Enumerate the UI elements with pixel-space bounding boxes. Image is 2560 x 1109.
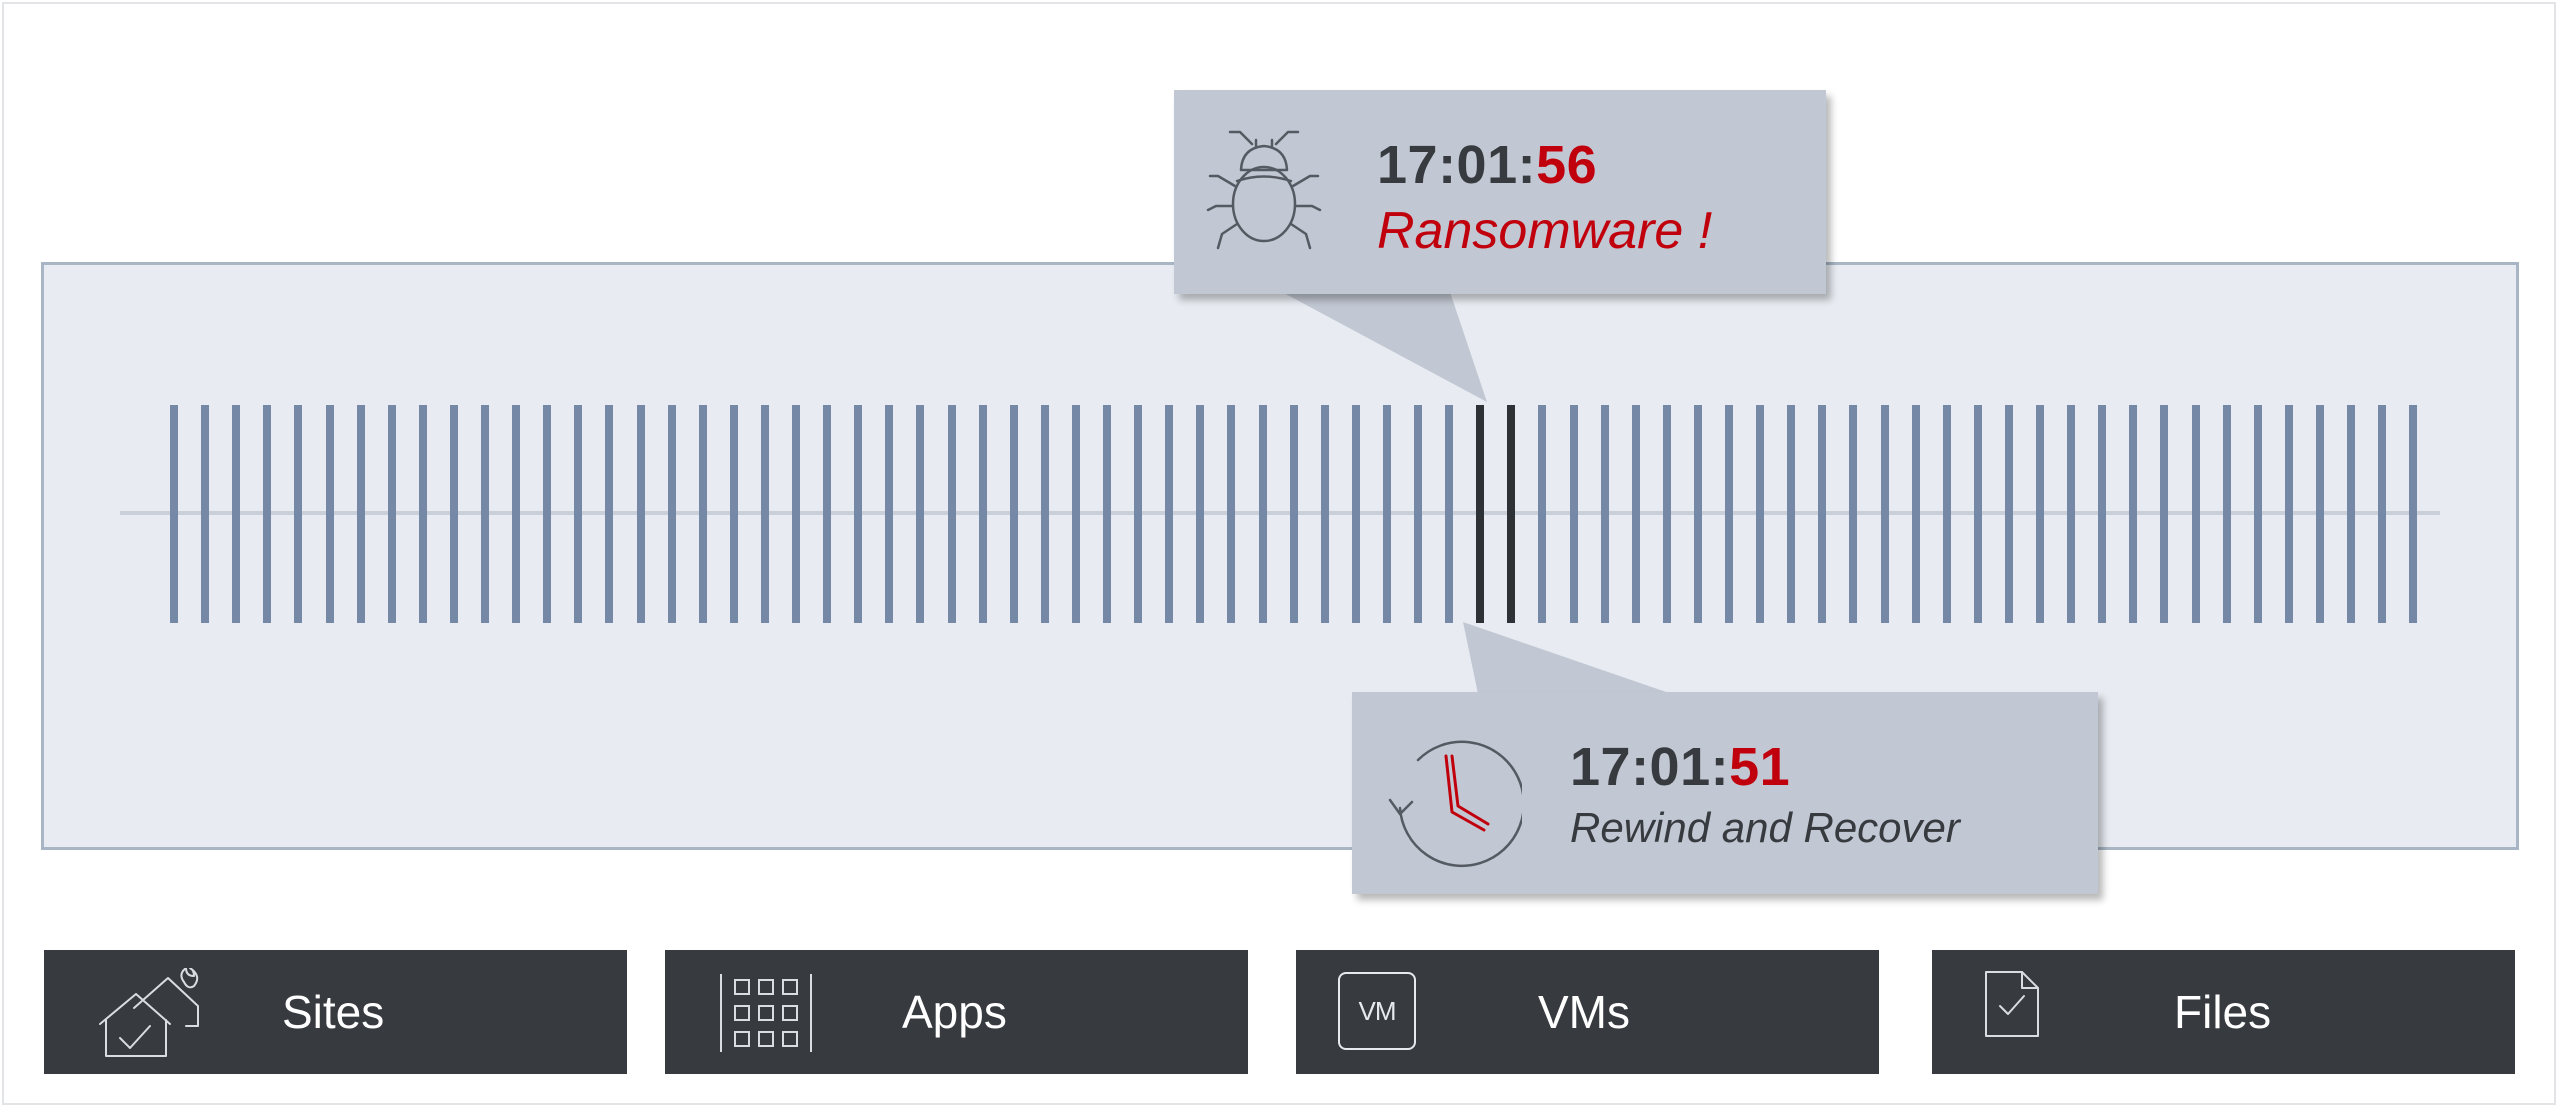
timeline-axis <box>120 511 2440 515</box>
sites-icon <box>99 968 199 1057</box>
files-tile[interactable]: Files <box>1932 950 2515 1074</box>
file-check-icon <box>1985 971 2039 1037</box>
apps-grid-icon <box>720 974 812 1052</box>
timeline-tick <box>1040 405 1049 623</box>
timeline-tick <box>1880 405 1889 623</box>
timeline-tick <box>1787 405 1796 623</box>
vms-tile[interactable]: VM VMs <box>1296 950 1879 1074</box>
timeline-tick <box>885 405 894 623</box>
timeline-tick <box>325 405 334 623</box>
timeline-tick <box>574 405 583 623</box>
timeline-tick <box>2160 405 2169 623</box>
sites-label: Sites <box>282 986 385 1038</box>
timeline-tick <box>1103 405 1111 623</box>
timeline-tick <box>1973 405 1982 623</box>
ransomware-callout-box: 17:01:56 Ransomware ! <box>1174 90 1826 294</box>
timeline-tick <box>201 405 210 623</box>
timeline-tick <box>729 405 738 623</box>
timeline-tick <box>1382 405 1391 623</box>
timeline-tick <box>2004 405 2013 623</box>
recover-time: 17:01:51 <box>1570 737 1791 797</box>
timeline-tick <box>605 405 614 623</box>
bug-icon <box>1206 130 1322 250</box>
timeline-tick <box>512 405 521 623</box>
timeline-tick <box>823 405 832 623</box>
timeline-tick <box>1165 405 1174 623</box>
timeline-tick <box>667 405 676 623</box>
timeline-tick <box>1631 405 1640 623</box>
timeline-tick <box>1756 405 1765 623</box>
timeline-tick <box>854 405 863 623</box>
timeline-tick <box>1849 405 1858 623</box>
timeline-tick <box>1320 405 1329 623</box>
timeline-tick <box>2253 405 2262 623</box>
timeline-tick <box>1196 405 1205 623</box>
timeline-tick <box>1009 405 1018 623</box>
apps-label: Apps <box>902 986 1007 1038</box>
timeline-tick <box>263 405 272 623</box>
vms-label: VMs <box>1538 986 1630 1038</box>
sites-tile[interactable]: Sites <box>44 950 627 1074</box>
timeline-tick <box>2347 405 2355 623</box>
timeline-tick <box>2315 405 2324 623</box>
timeline-tick <box>418 405 427 623</box>
timeline-tick <box>2378 405 2387 623</box>
timeline-tick <box>1258 405 1267 623</box>
timeline-tick <box>636 405 645 623</box>
timeline-tick <box>1071 405 1080 623</box>
recover-callout-box: 17:01:51 Rewind and Recover <box>1352 692 2098 894</box>
ransomware-label: Ransomware ! <box>1377 202 1713 260</box>
timeline-tick <box>1725 405 1733 623</box>
timeline-tick <box>2284 405 2293 623</box>
timeline-tick <box>1351 405 1360 623</box>
apps-tile[interactable]: Apps <box>665 950 1248 1074</box>
timeline-tick <box>232 405 241 623</box>
timeline-tick <box>760 405 769 623</box>
timeline-tick <box>2409 405 2418 623</box>
timeline-tick <box>1227 405 1236 623</box>
timeline-tick <box>2036 405 2044 623</box>
timeline-tick-highlighted <box>1476 405 1485 623</box>
timeline-tick <box>1445 405 1454 623</box>
timeline-tick <box>792 405 800 623</box>
timeline-tick <box>916 405 925 623</box>
timeline-tick <box>1600 405 1609 623</box>
recover-label: Rewind and Recover <box>1570 804 1960 851</box>
timeline-tick <box>947 405 956 623</box>
timeline-tick <box>387 405 396 623</box>
timeline-tick <box>1569 405 1578 623</box>
vm-icon: VM <box>1338 972 1416 1050</box>
timeline-tick <box>698 405 707 623</box>
timeline-tick <box>1662 405 1671 623</box>
timeline-tick <box>449 405 458 623</box>
timeline-tick <box>1289 405 1298 623</box>
timeline-tick <box>1134 405 1143 623</box>
timeline-tick <box>1538 405 1547 623</box>
timeline-tick <box>356 405 365 623</box>
timeline-tick <box>2222 405 2231 623</box>
timeline-tick-highlighted <box>1507 405 1516 623</box>
timeline-tick <box>170 405 178 623</box>
timeline-tick <box>1693 405 1702 623</box>
files-label: Files <box>2174 986 2272 1038</box>
timeline-tick <box>481 405 489 623</box>
timeline-tick <box>2067 405 2076 623</box>
timeline-tick <box>978 405 987 623</box>
timeline-tick <box>2129 405 2138 623</box>
clock-rewind-icon <box>1388 740 1522 868</box>
timeline-tick <box>1414 405 1422 623</box>
timeline-tick <box>543 405 552 623</box>
timeline-tick <box>1911 405 1920 623</box>
timeline-tick <box>1942 405 1951 623</box>
timeline-tick <box>2098 405 2107 623</box>
timeline-tick <box>1818 405 1827 623</box>
ransomware-time: 17:01:56 <box>1377 135 1598 195</box>
timeline-tick <box>294 405 303 623</box>
timeline-tick <box>2191 405 2200 623</box>
